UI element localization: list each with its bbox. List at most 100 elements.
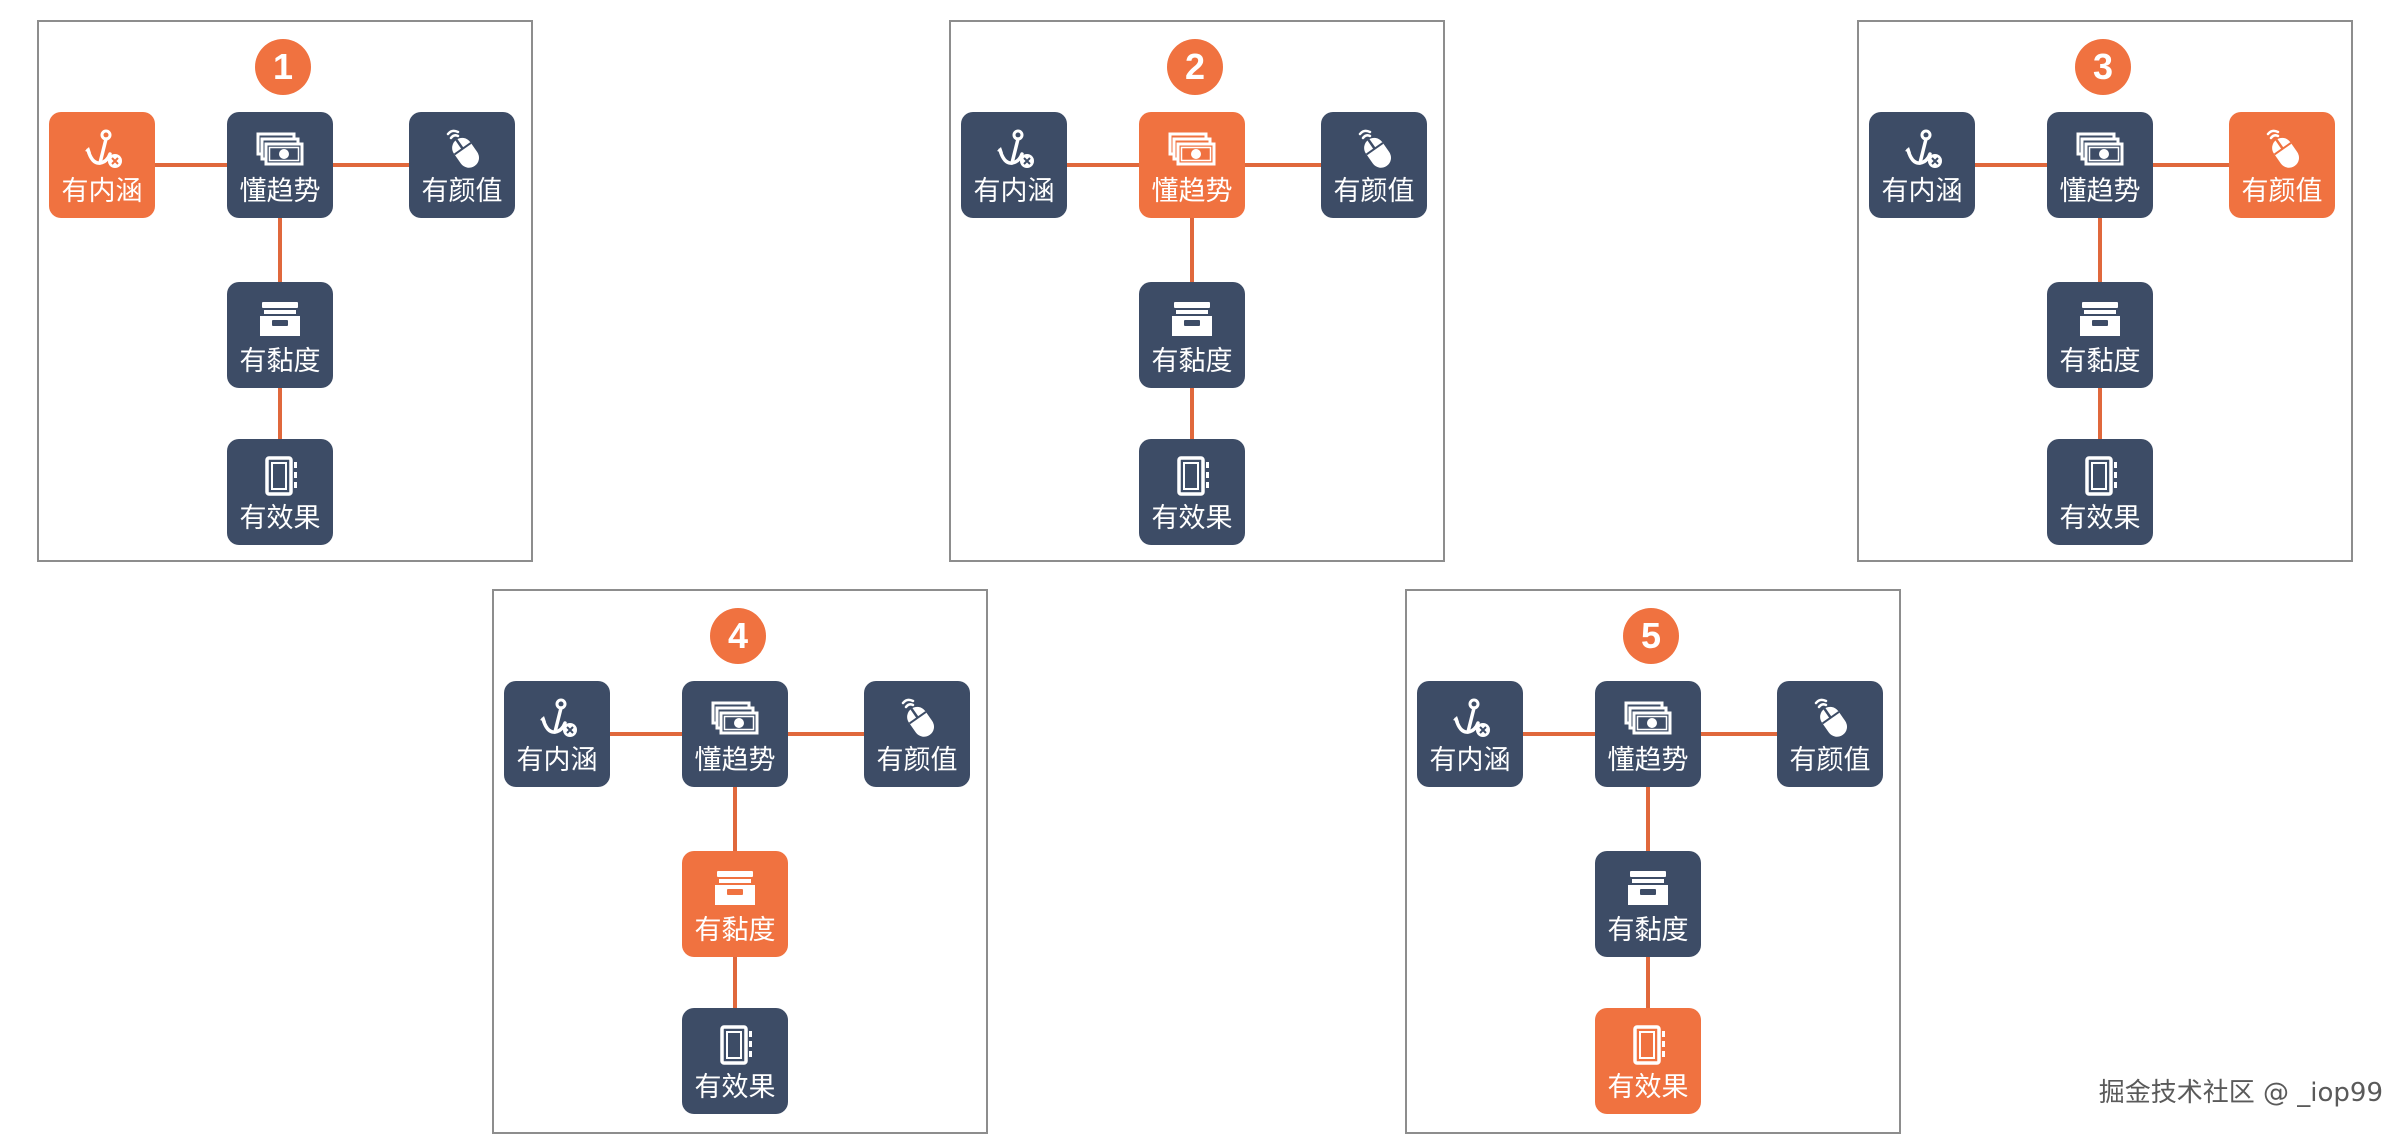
node-center: 懂趋势 [2047,112,2153,218]
node-label: 有效果 [2059,503,2141,534]
node-right-highlighted: 有颜值 [2229,112,2335,218]
connector-line [1646,787,1650,851]
connector-line [155,163,227,167]
node-label: 有效果 [1607,1072,1689,1103]
connector-line [1190,388,1194,439]
node-label: 有颜值 [1789,745,1871,776]
node-label: 有黏度 [1151,346,1233,377]
step-panel-5: 5 有内涵 懂趋势 有颜值有黏度有效果 [1405,589,1901,1134]
node-center: 懂趋势 [682,681,788,787]
connector-line [1701,732,1777,736]
node-label: 有黏度 [694,915,776,946]
node-center: 懂趋势 [227,112,333,218]
node-label: 有效果 [694,1072,776,1103]
connector-line [1646,957,1650,1008]
notebook-icon [1166,455,1218,497]
money-icon [2074,128,2126,170]
connector-line [2098,218,2102,282]
anchor-icon [531,697,583,739]
step-number-badge: 3 [2075,39,2131,95]
node-left: 有内涵 [504,681,610,787]
node-bottom: 有效果 [1139,439,1245,545]
node-mid: 有黏度 [227,282,333,388]
connector-line [333,163,409,167]
node-bottom-highlighted: 有效果 [1595,1008,1701,1114]
node-bottom: 有效果 [2047,439,2153,545]
node-center: 懂趋势 [1595,681,1701,787]
notebook-icon [1622,1024,1674,1066]
anchor-icon [1896,128,1948,170]
node-bottom: 有效果 [227,439,333,545]
step-panel-1: 1 有内涵懂趋势 有颜值有黏度有效果 [37,20,533,562]
step-panel-4: 4 有内涵 懂趋势 有颜值有黏度有效果 [492,589,988,1134]
archive-box-icon [1622,867,1674,909]
node-label: 懂趋势 [2059,176,2141,207]
node-label: 有颜值 [421,176,503,207]
mouse-icon [1348,128,1400,170]
step-number-badge: 2 [1167,39,1223,95]
connector-line [788,732,864,736]
node-left-highlighted: 有内涵 [49,112,155,218]
node-label: 懂趋势 [694,745,776,776]
node-label: 有效果 [239,503,321,534]
node-left: 有内涵 [1869,112,1975,218]
step-number-badge: 5 [1623,608,1679,664]
archive-box-icon [254,298,306,340]
node-label: 懂趋势 [239,176,321,207]
node-label: 有内涵 [1429,745,1511,776]
money-icon [254,128,306,170]
step-number-badge: 4 [710,608,766,664]
anchor-icon [1444,697,1496,739]
node-right: 有颜值 [1777,681,1883,787]
node-label: 懂趋势 [1151,176,1233,207]
node-label: 有内涵 [516,745,598,776]
anchor-icon [988,128,1040,170]
connector-line [2098,388,2102,439]
notebook-icon [709,1024,761,1066]
node-label: 有内涵 [1881,176,1963,207]
archive-box-icon [709,867,761,909]
notebook-icon [2074,455,2126,497]
node-left: 有内涵 [961,112,1067,218]
node-label: 有颜值 [876,745,958,776]
money-icon [1166,128,1218,170]
archive-box-icon [2074,298,2126,340]
node-label: 有黏度 [239,346,321,377]
connector-line [278,218,282,282]
connector-line [1245,163,1321,167]
node-label: 有颜值 [2241,176,2323,207]
mouse-icon [891,697,943,739]
connector-line [733,957,737,1008]
money-icon [1622,697,1674,739]
node-mid: 有黏度 [2047,282,2153,388]
step-number-badge: 1 [255,39,311,95]
node-mid: 有黏度 [1595,851,1701,957]
connector-line [2153,163,2229,167]
node-label: 有黏度 [1607,915,1689,946]
connector-line [1190,218,1194,282]
node-center-highlighted: 懂趋势 [1139,112,1245,218]
node-right: 有颜值 [864,681,970,787]
connector-line [278,388,282,439]
notebook-icon [254,455,306,497]
anchor-icon [76,128,128,170]
node-label: 有颜值 [1333,176,1415,207]
step-panel-3: 3 有内涵 懂趋势 有颜值有黏度有效果 [1857,20,2353,562]
node-mid: 有黏度 [1139,282,1245,388]
step-panel-2: 2 有内涵 懂趋势 有颜值有黏度有效果 [949,20,1445,562]
connector-line [1975,163,2047,167]
node-right: 有颜值 [409,112,515,218]
watermark: 掘金技术社区 @ _iop99 [2098,1078,2383,1108]
node-left: 有内涵 [1417,681,1523,787]
money-icon [709,697,761,739]
node-label: 有内涵 [973,176,1055,207]
mouse-icon [1804,697,1856,739]
node-bottom: 有效果 [682,1008,788,1114]
connector-line [1067,163,1139,167]
node-right: 有颜值 [1321,112,1427,218]
archive-box-icon [1166,298,1218,340]
connector-line [610,732,682,736]
node-label: 有效果 [1151,503,1233,534]
connector-line [1523,732,1595,736]
node-label: 懂趋势 [1607,745,1689,776]
